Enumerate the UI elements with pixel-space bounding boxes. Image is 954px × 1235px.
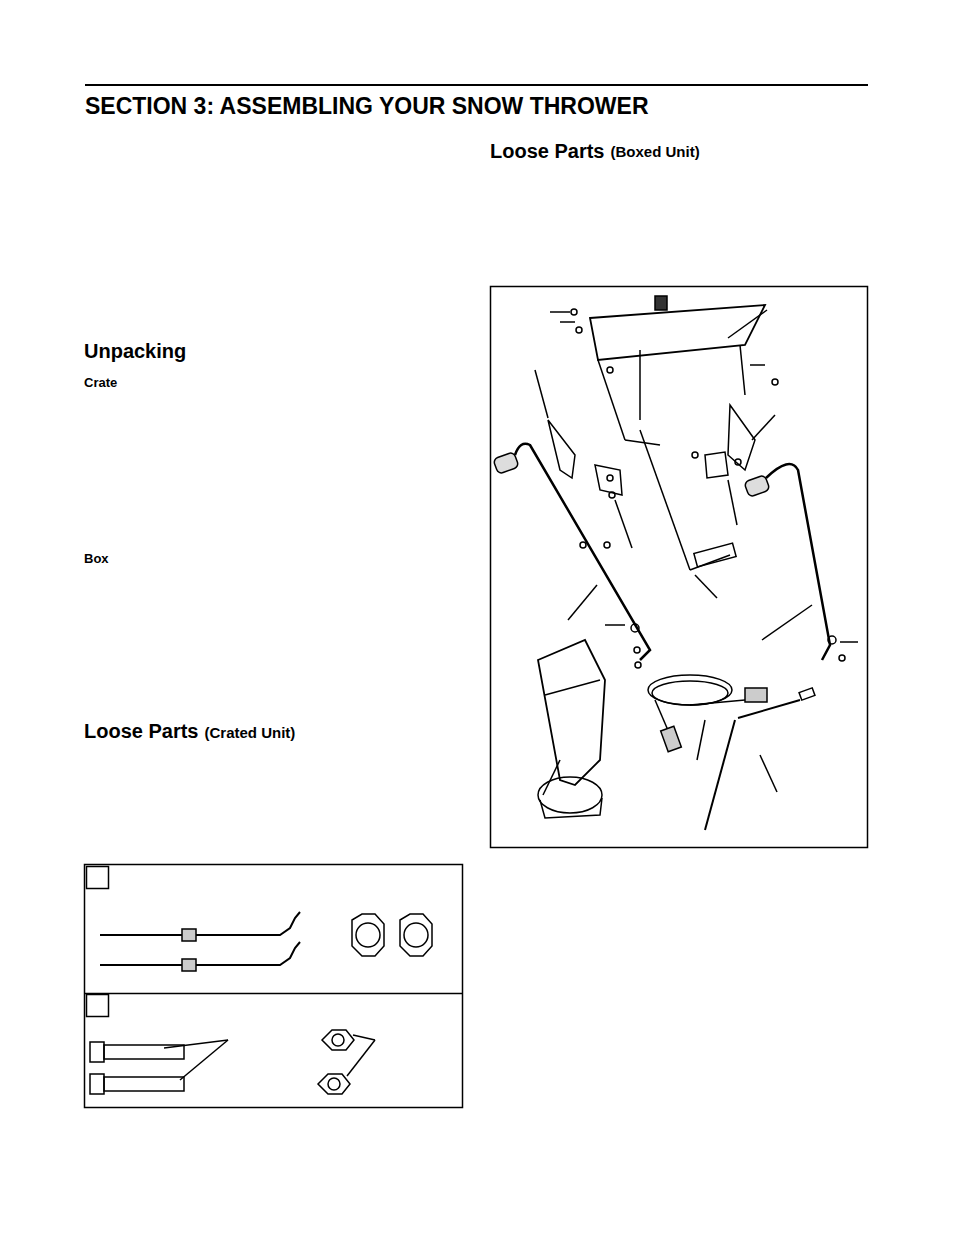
section-title: SECTION 3: ASSEMBLING YOUR SNOW THROWER	[85, 94, 649, 119]
subheading: (Boxed Unit)	[610, 144, 699, 161]
subheading: Crate	[84, 376, 117, 390]
section-heading: Loose Parts	[490, 140, 604, 162]
section-heading: Unpacking	[84, 340, 186, 362]
subheading: (Crated Unit)	[204, 725, 295, 742]
section-heading: Loose Parts	[84, 720, 198, 742]
subheading: Box	[84, 552, 109, 566]
